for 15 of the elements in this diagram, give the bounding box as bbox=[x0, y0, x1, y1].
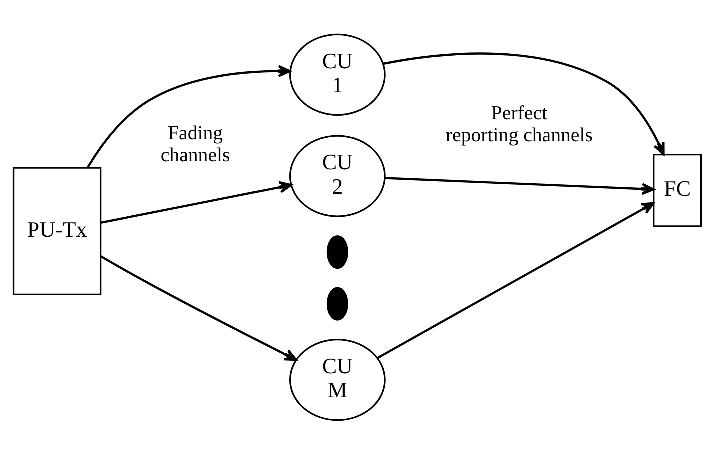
label: Perfect reporting channels bbox=[445, 102, 592, 146]
arrow bbox=[382, 52, 664, 155]
arrow bbox=[384, 176, 654, 195]
arrow bbox=[86, 64, 291, 168]
node-box: PU-Tx bbox=[12, 166, 102, 296]
label: Fading channels bbox=[160, 122, 230, 166]
arrow bbox=[100, 255, 297, 361]
node-circle bbox=[326, 286, 348, 320]
node-box: FC bbox=[652, 153, 702, 227]
arrow bbox=[100, 180, 292, 224]
arrow bbox=[376, 202, 654, 359]
node-circle bbox=[326, 234, 348, 269]
node-ellipse: CU 1 bbox=[288, 33, 386, 116]
node-ellipse: CU 2 bbox=[288, 134, 386, 217]
node-ellipse: CU M bbox=[288, 338, 386, 421]
